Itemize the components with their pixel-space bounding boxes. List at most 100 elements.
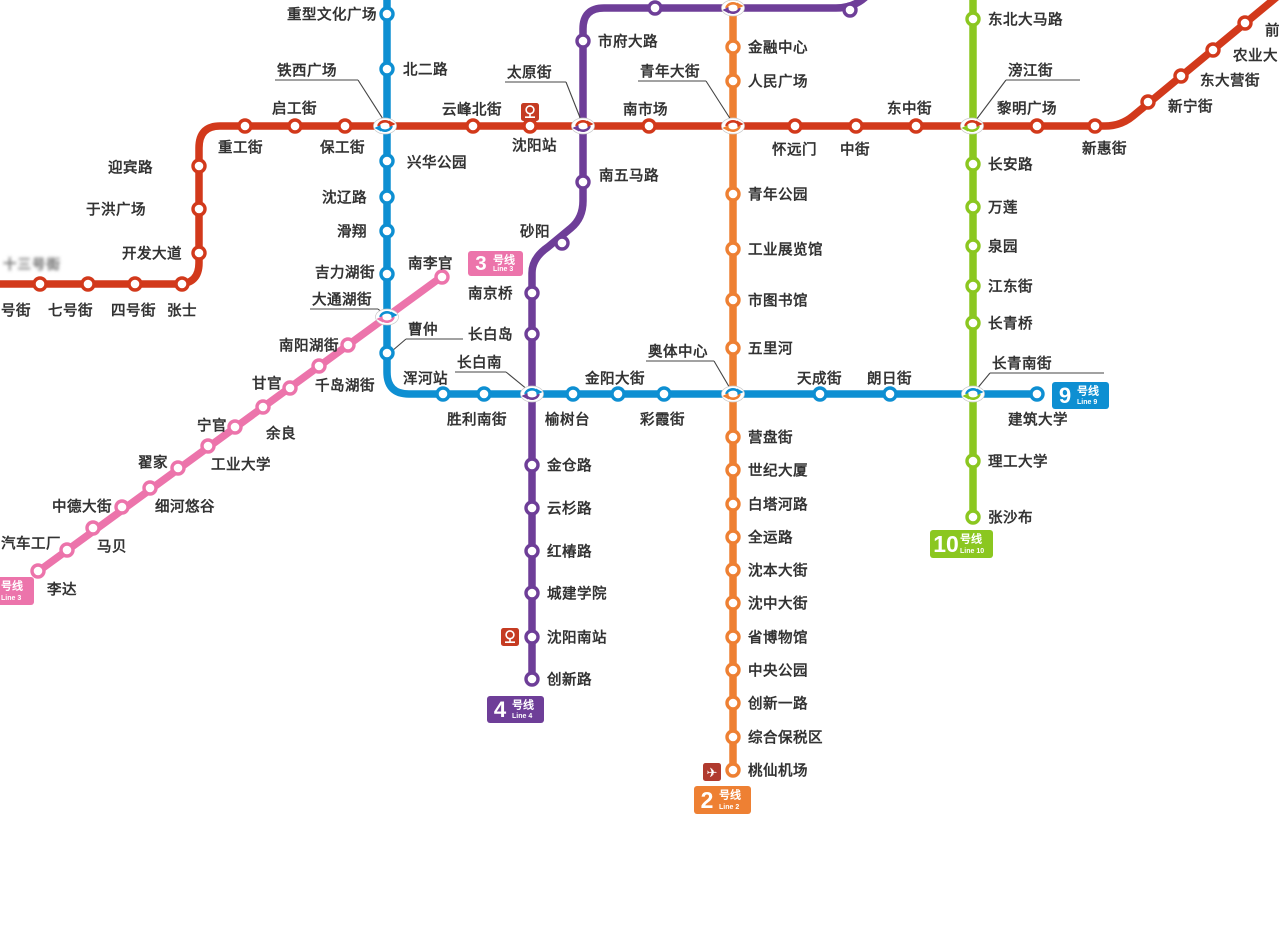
station-dot: [32, 276, 48, 292]
line-badge-cn: 号线: [719, 788, 741, 802]
station-label: 长白岛: [468, 326, 513, 344]
station-dot: [434, 269, 450, 285]
line-badge-bg: [694, 786, 751, 814]
station-dot: [725, 695, 741, 711]
station-dot: [1140, 94, 1156, 110]
line-badge-en: Line 3: [493, 266, 513, 273]
station-label: 砂阳: [520, 223, 550, 241]
callout-line: [357, 79, 384, 120]
station-label: 曹仲: [408, 321, 438, 339]
line-badge-number: 2: [701, 787, 714, 813]
station-dot: [725, 496, 741, 512]
callout-line: [975, 79, 1007, 121]
station-dot: [237, 118, 253, 134]
transfer-arrowhead: [737, 2, 744, 9]
station-dot: [379, 189, 395, 205]
station-dot: [641, 118, 657, 134]
station-dot: [725, 462, 741, 478]
station-label: 沈阳南站: [547, 629, 607, 647]
railway-icon: [521, 103, 539, 121]
station-label: 金融中心: [747, 39, 808, 57]
station-dot: [812, 386, 828, 402]
station-label: 理工大学: [988, 453, 1048, 471]
station-dot: [524, 629, 540, 645]
station-label: 开发大道: [122, 245, 182, 263]
station-label: 前: [1265, 22, 1280, 40]
station-dot: [575, 174, 591, 190]
transfer-station-icon: [571, 117, 595, 135]
station-dot: [965, 315, 981, 331]
station-dot: [725, 39, 741, 55]
station-label: 农业大: [1232, 47, 1278, 65]
transfer-station-icon: [373, 117, 397, 135]
railway-icon: [501, 628, 519, 646]
station-dot: [882, 386, 898, 402]
station-dot: [255, 399, 271, 415]
transfer-arrowhead: [572, 125, 579, 132]
station-label: 江东街: [988, 278, 1033, 296]
station-label: 张沙布: [988, 509, 1033, 527]
station-label: 新宁街: [1168, 98, 1213, 116]
station-label: 重工街: [218, 139, 263, 157]
station-dot: [725, 762, 741, 778]
line-badge-number: 4: [494, 697, 507, 722]
blurred-station-label: 十三号街: [3, 256, 61, 272]
station-label: 桃仙机场: [748, 762, 808, 780]
station-dot: [787, 118, 803, 134]
line-badge-bg: [0, 577, 34, 605]
station-dot: [725, 186, 741, 202]
station-label: 李达: [46, 581, 77, 599]
station-label: 全运路: [747, 529, 793, 547]
line-badge-bg: [468, 251, 523, 276]
transfer-station-icon: [721, 117, 745, 135]
station-label: 大通湖街: [312, 291, 372, 309]
transfer-arrowhead: [389, 120, 396, 127]
station-dot: [965, 11, 981, 27]
station-dot: [476, 386, 492, 402]
transfer-station-icon: [375, 308, 399, 326]
station-dot: [191, 201, 207, 217]
station-label: 南李官: [408, 255, 453, 273]
station-label: 五里河: [748, 340, 793, 358]
station-label: 省博物馆: [747, 629, 808, 647]
callout-line: [505, 371, 529, 391]
line-badge-cn: 号线: [512, 698, 534, 712]
station-label: 兴华公园: [407, 154, 467, 172]
transfer-arrowhead: [376, 316, 383, 323]
transfer-station-icon: [961, 385, 985, 403]
station-dot: [965, 156, 981, 172]
station-label: 沈阳站: [512, 137, 557, 155]
station-label: 人民广场: [748, 73, 808, 91]
station-label: 保工街: [319, 139, 365, 157]
station-dot: [379, 266, 395, 282]
station-label: 太原街: [507, 64, 552, 82]
line-badge-bg: [930, 530, 993, 558]
station-label: 云杉路: [547, 500, 592, 518]
station-dot: [565, 386, 581, 402]
transfer-arrowhead: [722, 7, 729, 14]
station-label: 千岛湖街: [315, 377, 375, 395]
station-label: 白塔河路: [748, 496, 808, 514]
station-label: 新惠街: [1082, 140, 1127, 158]
station-label: 南市场: [623, 101, 668, 119]
station-label: 汽车工厂: [1, 535, 61, 553]
station-label: 中德大街: [52, 498, 112, 516]
airport-icon-bg: [703, 763, 721, 781]
airplane-glyph: ✈: [707, 765, 718, 780]
station-label: 天成街: [797, 370, 842, 388]
station-label: 重型文化广场: [287, 6, 377, 24]
station-dot: [965, 509, 981, 525]
station-dot: [725, 562, 741, 578]
metro-line-line9: [383, 0, 1041, 398]
station-dot: [287, 118, 303, 134]
station-label: 长安路: [988, 156, 1033, 174]
station-dot: [30, 563, 46, 579]
transfer-arrowhead: [521, 393, 528, 400]
station-dot: [725, 241, 741, 257]
transfer-arrowhead: [737, 120, 744, 127]
station-label: 宁官: [197, 417, 227, 435]
station-label: 中央公园: [748, 662, 808, 680]
station-dot: [725, 429, 741, 445]
